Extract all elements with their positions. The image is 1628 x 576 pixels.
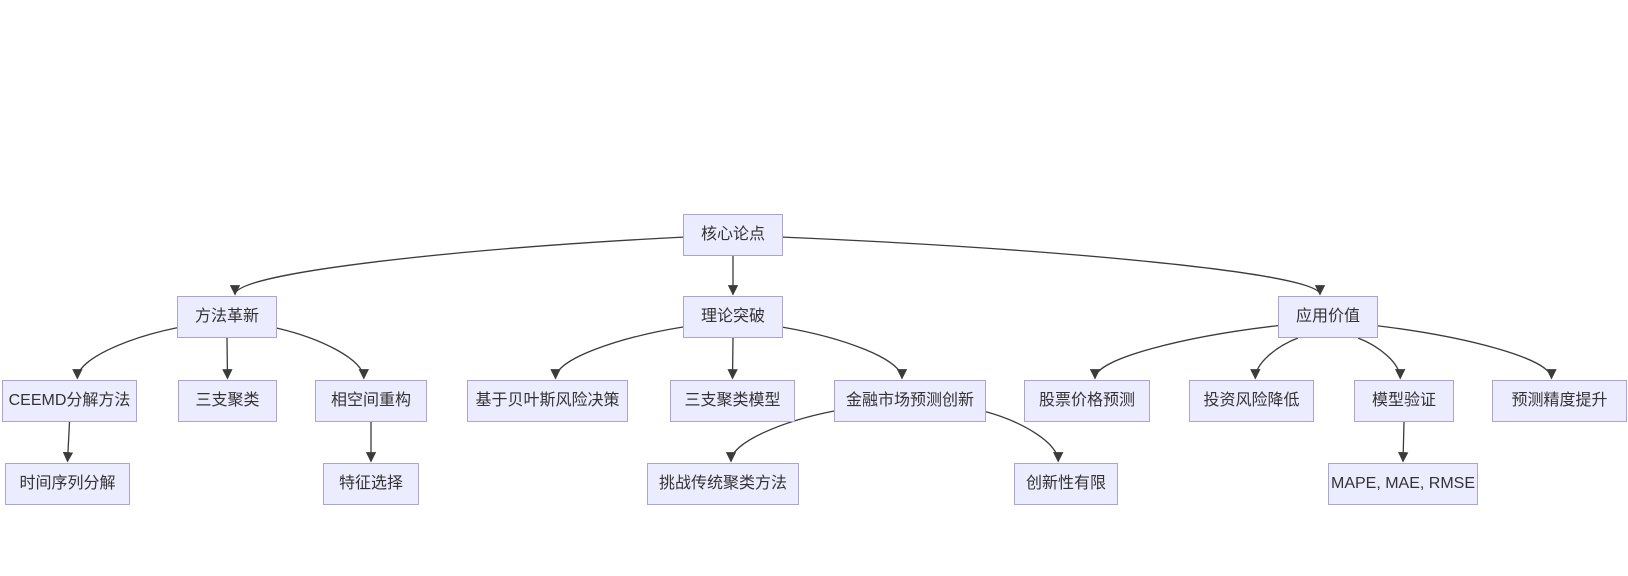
node-method: 方法革新 [177, 296, 277, 338]
node-label: 应用价值 [1295, 308, 1360, 325]
node-label: 特征选择 [338, 475, 403, 492]
node-accuracy: 预测精度提升 [1492, 380, 1627, 422]
edge-application-accuracy [1377, 325, 1557, 380]
node-metrics: MAPE, MAE, RMSE [1328, 463, 1478, 505]
node-label: 基于贝叶斯风险决策 [475, 392, 620, 409]
edge-core-method [229, 236, 684, 296]
node-label: 方法革新 [194, 308, 259, 325]
node-theory: 理论突破 [683, 296, 783, 338]
edge-application-model-validation [1357, 337, 1406, 380]
node-challenge: 挑战传统聚类方法 [647, 463, 799, 505]
node-label: 挑战传统聚类方法 [658, 475, 787, 492]
edge-model-validation-metrics [1398, 421, 1409, 463]
node-label: 投资风险降低 [1203, 392, 1300, 409]
node-label: 相空间重构 [330, 392, 411, 409]
edge-ceemd-ts-decomp [62, 421, 74, 463]
node-limited-novelty: 创新性有限 [1014, 463, 1118, 505]
node-label: CEEMD分解方法 [8, 392, 131, 409]
edge-application-stock-pred [1089, 324, 1279, 380]
node-risk-reduce: 投资风险降低 [1189, 380, 1314, 422]
node-label: 股票价格预测 [1038, 392, 1135, 409]
node-core: 核心论点 [683, 214, 783, 256]
node-label: 金融市场预测创新 [845, 392, 974, 409]
node-label: MAPE, MAE, RMSE [1330, 475, 1476, 492]
node-stock-pred: 股票价格预测 [1024, 380, 1150, 422]
node-model-validation: 模型验证 [1354, 380, 1454, 422]
node-label: 创新性有限 [1025, 475, 1106, 492]
edge-fin-innovation-challenge [725, 410, 835, 463]
node-bayes: 基于贝叶斯风险决策 [467, 380, 628, 422]
node-feature-sel: 特征选择 [323, 463, 419, 505]
edge-core-application [782, 236, 1326, 296]
node-label: 三支聚类 [195, 392, 260, 409]
edge-method-phase-space [276, 327, 369, 380]
node-phase-space: 相空间重构 [315, 380, 427, 422]
edge-fin-innovation-limited-novelty [985, 411, 1064, 463]
node-three-way: 三支聚类 [178, 380, 277, 422]
node-label: 模型验证 [1371, 392, 1436, 409]
edge-theory-bayes [550, 326, 684, 380]
node-label: 三支聚类模型 [684, 392, 781, 409]
edge-theory-twc-model [727, 337, 738, 380]
node-label: 预测精度提升 [1511, 392, 1608, 409]
edge-application-risk-reduce [1250, 337, 1299, 380]
node-label: 时间序列分解 [19, 475, 116, 492]
node-twc-model: 三支聚类模型 [670, 380, 795, 422]
edge-theory-fin-innovation [782, 326, 908, 380]
node-ts-decomp: 时间序列分解 [5, 463, 130, 505]
edge-method-three-way [222, 337, 233, 380]
node-application: 应用价值 [1278, 296, 1378, 338]
edge-method-ceemd [72, 327, 178, 380]
node-ceemd: CEEMD分解方法 [2, 380, 137, 422]
node-label: 核心论点 [700, 226, 765, 243]
node-label: 理论突破 [700, 308, 765, 325]
node-fin-innovation: 金融市场预测创新 [834, 380, 986, 422]
